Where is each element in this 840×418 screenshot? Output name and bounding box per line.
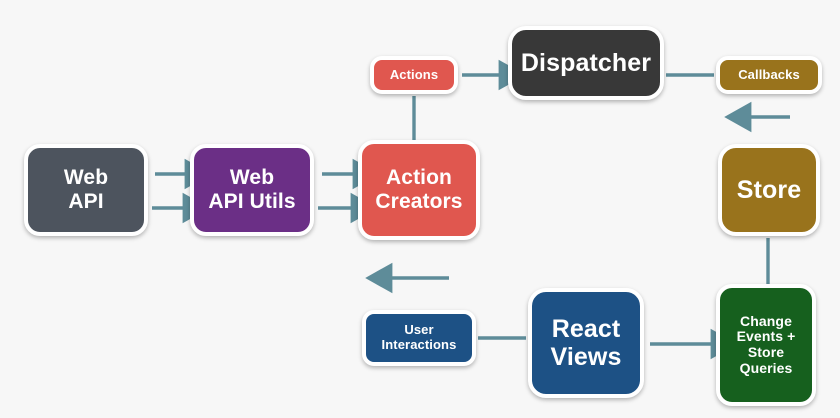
node-change-events-line-3: Store — [747, 344, 785, 360]
node-store[interactable]: Store — [718, 144, 820, 236]
node-web-api-line-1: Web — [63, 166, 109, 190]
node-actions-line-1: Actions — [389, 66, 439, 82]
node-web-api-utils-label: Web API Utils — [198, 166, 306, 213]
node-web-api[interactable]: Web API — [24, 144, 148, 236]
node-store-label: Store — [726, 176, 812, 204]
node-web-api-utils-line-1: Web — [229, 166, 275, 190]
node-user-interactions[interactable]: User Interactions — [362, 310, 476, 366]
node-web-api-line-2: API — [68, 190, 104, 213]
node-change-events-line-1: Change — [740, 312, 792, 329]
node-action-creators-line-2: Creators — [375, 190, 463, 213]
node-callbacks-line-1: Callbacks — [738, 66, 800, 82]
node-user-interactions-line-2: Interactions — [381, 337, 457, 352]
node-change-events[interactable]: Change Events + Store Queries — [716, 284, 816, 406]
node-dispatcher-line-1: Dispatcher — [520, 49, 652, 77]
node-action-creators-label: Action Creators — [366, 166, 472, 213]
node-action-creators-line-1: Action — [386, 166, 452, 190]
node-dispatcher[interactable]: Dispatcher — [508, 26, 664, 100]
node-callbacks[interactable]: Callbacks — [716, 56, 822, 94]
node-web-api-utils-line-2: API Utils — [208, 190, 296, 213]
node-react-views-line-2: Views — [550, 343, 622, 371]
node-user-interactions-label: User Interactions — [370, 323, 468, 352]
node-store-line-1: Store — [736, 176, 802, 204]
node-callbacks-label: Callbacks — [724, 66, 814, 83]
node-dispatcher-label: Dispatcher — [516, 49, 656, 77]
node-actions[interactable]: Actions — [370, 56, 458, 94]
node-change-events-line-4: Queries — [739, 359, 793, 376]
node-actions-label: Actions — [378, 66, 450, 83]
node-change-events-label: Change Events + Store Queries — [724, 312, 808, 377]
node-react-views[interactable]: React Views — [528, 288, 644, 398]
node-react-views-line-1: React — [551, 315, 621, 343]
node-web-api-label: Web API — [32, 166, 140, 213]
node-change-events-line-2: Events + — [736, 328, 796, 345]
node-web-api-utils[interactable]: Web API Utils — [190, 144, 314, 236]
node-action-creators[interactable]: Action Creators — [358, 140, 480, 240]
node-react-views-label: React Views — [536, 315, 636, 371]
node-user-interactions-line-1: User — [404, 322, 434, 338]
